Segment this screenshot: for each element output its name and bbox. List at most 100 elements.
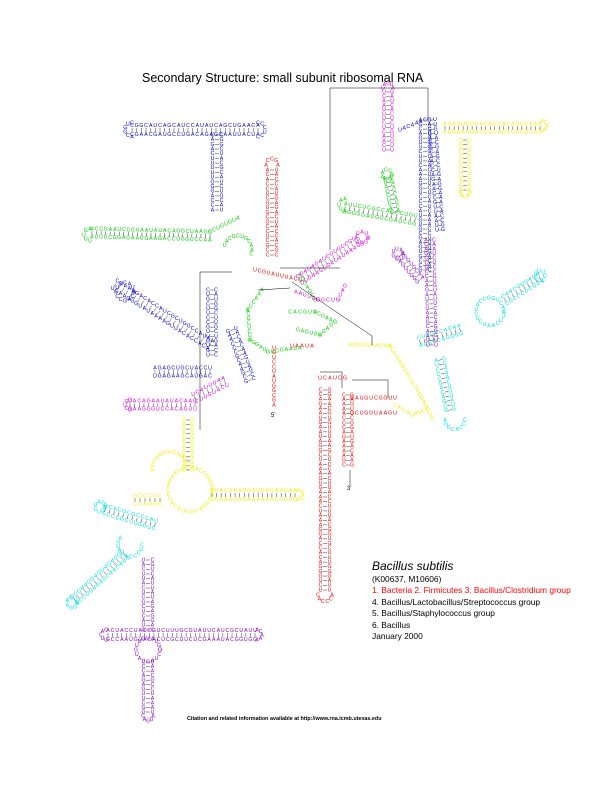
svg-text:A: A — [453, 325, 457, 331]
svg-text:G: G — [181, 466, 185, 472]
svg-text:C: C — [173, 504, 177, 510]
svg-text:A: A — [256, 497, 260, 503]
svg-text:A: A — [195, 229, 199, 235]
svg-text:C: C — [186, 509, 190, 515]
svg-text:C: C — [358, 204, 362, 210]
svg-text:C: C — [115, 637, 119, 643]
svg-text:A: A — [177, 506, 181, 512]
svg-text:G: G — [329, 323, 333, 329]
svg-text:A: A — [88, 226, 92, 232]
svg-text:A: A — [175, 398, 179, 404]
svg-text:A: A — [318, 332, 322, 338]
svg-text:U: U — [158, 647, 162, 653]
svg-text:U: U — [426, 342, 430, 348]
svg-text:C: C — [172, 132, 176, 138]
svg-text:C: C — [133, 553, 137, 559]
svg-text:U: U — [189, 406, 193, 412]
svg-text:C: C — [107, 513, 111, 519]
svg-text:G: G — [322, 329, 326, 335]
svg-text:G: G — [180, 373, 184, 379]
svg-text:A: A — [366, 235, 370, 241]
svg-text:A: A — [233, 488, 237, 494]
svg-text:A: A — [457, 324, 461, 330]
svg-text:A: A — [247, 123, 251, 129]
svg-text:C: C — [355, 410, 359, 416]
svg-text:G: G — [151, 406, 155, 412]
svg-text:G: G — [452, 129, 456, 135]
svg-text:U: U — [103, 504, 107, 510]
svg-text:U: U — [333, 375, 337, 381]
svg-text:U: U — [502, 129, 506, 135]
svg-text:G: G — [239, 637, 243, 643]
svg-text:C: C — [400, 211, 404, 217]
svg-text:G: G — [415, 280, 419, 286]
svg-text:C: C — [326, 297, 330, 303]
svg-text:C: C — [230, 637, 234, 643]
legend-line-5: 5. Bacillus/Staphylococcus group — [372, 608, 571, 619]
svg-text:C: C — [249, 252, 253, 258]
svg-text:C: C — [266, 252, 270, 258]
svg-text:A: A — [294, 289, 298, 295]
svg-text:G: G — [69, 605, 73, 611]
svg-text:C: C — [195, 132, 199, 138]
svg-text:A: A — [138, 628, 142, 634]
svg-text:C: C — [367, 205, 371, 211]
svg-text:A: A — [296, 497, 300, 503]
svg-text:A: A — [455, 427, 459, 433]
svg-text:G: G — [138, 522, 142, 528]
svg-text:U: U — [493, 129, 497, 135]
svg-text:C: C — [275, 252, 279, 258]
svg-text:C: C — [451, 427, 455, 433]
svg-text:G: G — [126, 235, 130, 241]
svg-text:G: G — [389, 217, 393, 223]
legend: Bacillus subtilis (K00637, M10606) 1. Ba… — [372, 558, 571, 642]
legend-date: January 2000 — [372, 631, 571, 642]
svg-text:G: G — [350, 462, 354, 468]
svg-text:G: G — [186, 132, 190, 138]
svg-text:A: A — [199, 506, 203, 512]
svg-text:G: G — [383, 395, 387, 401]
svg-text:A: A — [452, 121, 456, 127]
svg-text:G: G — [303, 309, 307, 315]
svg-text:A: A — [443, 417, 447, 423]
svg-text:U: U — [280, 273, 284, 279]
svg-text:U: U — [190, 237, 194, 243]
svg-text:U: U — [360, 395, 364, 401]
svg-text:G: G — [529, 129, 533, 135]
svg-text:A: A — [266, 488, 270, 494]
svg-text:G: G — [379, 395, 383, 401]
svg-text:C: C — [199, 237, 203, 243]
svg-text:C: C — [138, 501, 142, 507]
svg-text:U: U — [414, 213, 418, 219]
svg-text:U: U — [374, 410, 378, 416]
svg-text:C: C — [275, 497, 279, 503]
svg-text:U: U — [276, 272, 280, 278]
svg-text:G: G — [146, 659, 150, 665]
svg-text:G: G — [487, 295, 491, 301]
svg-text:C: C — [122, 227, 126, 233]
svg-text:G: G — [170, 637, 174, 643]
svg-text:G: G — [185, 237, 189, 243]
svg-text:A: A — [529, 121, 533, 127]
svg-text:C: C — [214, 352, 218, 358]
svg-text:A: A — [328, 375, 332, 381]
svg-text:U: U — [253, 267, 257, 273]
svg-text:G: G — [235, 637, 239, 643]
svg-text:U: U — [155, 656, 159, 662]
svg-text:U: U — [470, 129, 474, 135]
svg-text:C: C — [376, 207, 380, 213]
figure-title: Secondary Structure: small subunit ribos… — [142, 71, 423, 85]
svg-text:A: A — [190, 373, 194, 379]
svg-text:C: C — [129, 554, 133, 560]
svg-text:A: A — [191, 465, 195, 471]
svg-text:U: U — [499, 318, 503, 324]
svg-text:U: U — [176, 237, 180, 243]
svg-text:A: A — [391, 85, 395, 91]
legend-line-4: 4. Bacillus/Lactobacillus/Streptococcus … — [372, 597, 571, 608]
svg-text:G: G — [361, 212, 365, 218]
svg-text:U: U — [212, 390, 216, 396]
svg-text:A: A — [208, 237, 212, 243]
